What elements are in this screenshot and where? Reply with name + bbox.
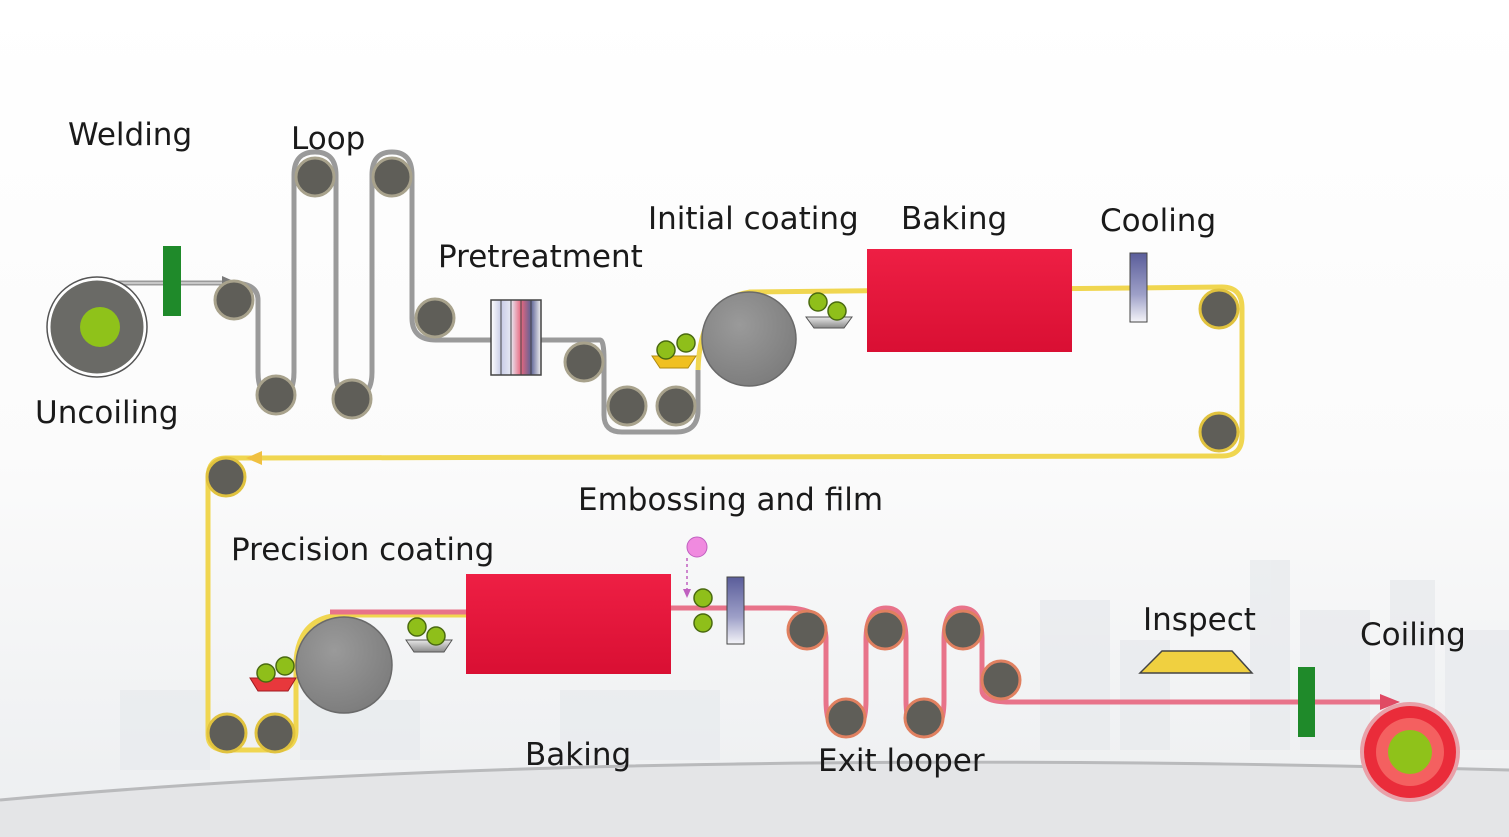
precision-coating-tray-top [405,617,453,653]
roller [213,279,255,321]
ground [0,762,1509,837]
cooling-unit [1129,252,1148,323]
roller [331,378,373,420]
roller [825,697,867,739]
initial-coating-drum [701,291,797,387]
roller [606,385,648,427]
inspection-station [1138,650,1254,674]
label-initial-coating: Initial coating [648,201,859,237]
exit-shear [1298,667,1315,737]
roller [1198,411,1240,453]
roller [205,456,247,498]
initial-coating-tray-top [805,292,853,329]
label-inspect: Inspect [1143,602,1256,638]
roller [980,659,1022,701]
label-coiling: Coiling [1360,617,1466,653]
label-embossing-and-film: Embossing and film [578,482,883,518]
roller [786,609,828,651]
initial-coating-tray-bottom [651,333,697,369]
welder [163,246,181,316]
labels: Welding Loop Uncoiling Pretreatment Init… [35,117,1466,779]
label-loop: Loop [291,121,365,157]
ground-line [0,760,1509,802]
film-roll [686,536,708,558]
roller [864,609,906,651]
cooling-unit-2 [726,576,745,645]
roller [206,712,248,754]
baking-oven-bottom [466,574,671,674]
roller [563,341,605,383]
roller [254,712,296,754]
precision-coating-tray-bottom [249,656,297,692]
roller [294,156,336,198]
baking-oven-top [867,249,1072,352]
label-baking-bottom: Baking [525,737,631,773]
roller [942,609,984,651]
embossing-film-unit [683,536,745,645]
uncoiler [46,276,148,378]
rollers-coated [205,288,1240,754]
roller [655,385,697,427]
label-baking-top: Baking [901,201,1007,237]
label-exit-looper: Exit looper [818,743,985,779]
label-welding: Welding [68,117,192,153]
rollers-exit [786,609,1022,739]
precision-coating-drum [295,616,393,714]
coiling-arrow-icon [1380,694,1400,710]
film-arrow-icon [683,589,691,598]
recoiler [1360,702,1460,802]
label-pretreatment: Pretreatment [438,239,643,275]
rollers-entry [213,156,697,427]
label-uncoiling: Uncoiling [35,395,179,431]
roller [371,156,413,198]
roller [414,297,456,339]
emboss-roller [693,588,713,608]
label-cooling: Cooling [1100,203,1216,239]
roller [903,697,945,739]
coil-core [80,307,120,347]
return-arrow-icon [246,451,262,465]
pretreatment-unit [490,299,542,376]
roller [255,374,297,416]
label-precision-coating: Precision coating [231,532,494,568]
emboss-roller [693,613,713,633]
roller [1198,288,1240,330]
